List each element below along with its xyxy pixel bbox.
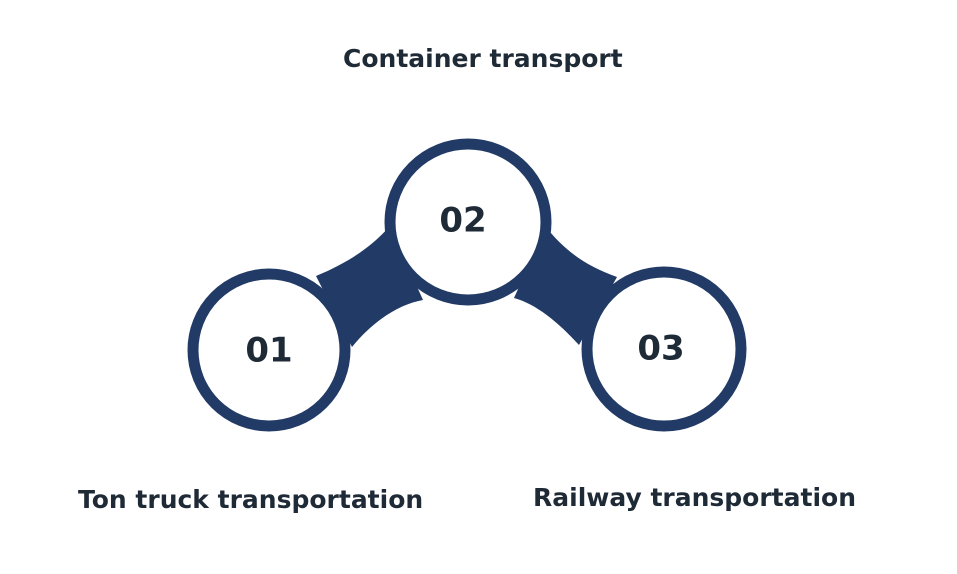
step-ring-02 [384,138,552,306]
step-number-01: 01 [245,331,292,371]
step-node-01: 01 [187,268,351,432]
step-node-02: 02 [384,138,552,306]
step-label-02: Container transport [343,44,623,73]
step-ring-03 [581,266,747,432]
step-label-01: Ton truck transportation [78,485,424,514]
step-ring-01 [187,268,351,432]
step-node-03: 03 [581,266,747,432]
step-number-02: 02 [439,201,486,241]
step-number-03: 03 [637,329,684,369]
step-label-03: Railway transportation [533,483,856,512]
